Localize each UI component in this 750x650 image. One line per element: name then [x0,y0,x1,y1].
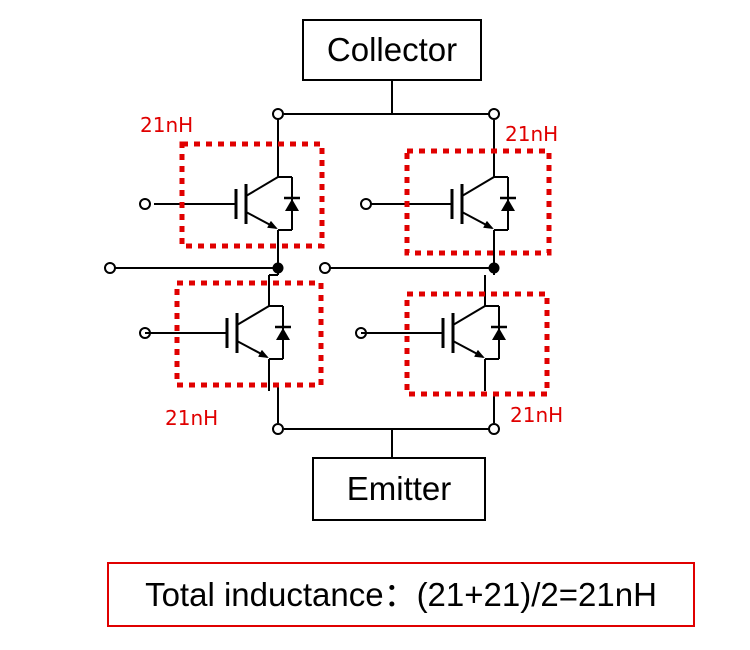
inductance-label-bottom-right: 21nH [510,403,563,427]
inductance-label-top-left: 21nH [140,113,193,137]
device-rails [269,145,495,276]
inductance-box-bottom-right [404,291,550,397]
terminal-circle [104,262,116,274]
terminal-circle [488,423,500,435]
terminal-circle [139,198,151,210]
total-inductance-formula: Total inductance：(21+21)/2=21nH [145,576,657,613]
collector-label: Collector [327,31,457,68]
inductance-box-top-right [404,148,552,256]
collector-box: Collector [302,19,482,81]
inductance-boxes [174,141,552,397]
terminal-circle [272,423,284,435]
terminal-circle [360,198,372,210]
terminal-circle [272,108,284,120]
terminal-circle [319,262,331,274]
inductance-box-top-left [179,141,325,249]
igbt-bottom-left [145,275,291,391]
emitter-box: Emitter [312,457,486,521]
emitter-label: Emitter [347,470,452,507]
inductance-label-bottom-left: 21nH [165,406,218,430]
igbt-top-right [370,146,516,262]
inductance-label-top-right: 21nH [505,122,558,146]
inductance-box-bottom-left [174,280,324,388]
formula-box: Total inductance：(21+21)/2=21nH [107,562,695,627]
terminal-circle [488,108,500,120]
